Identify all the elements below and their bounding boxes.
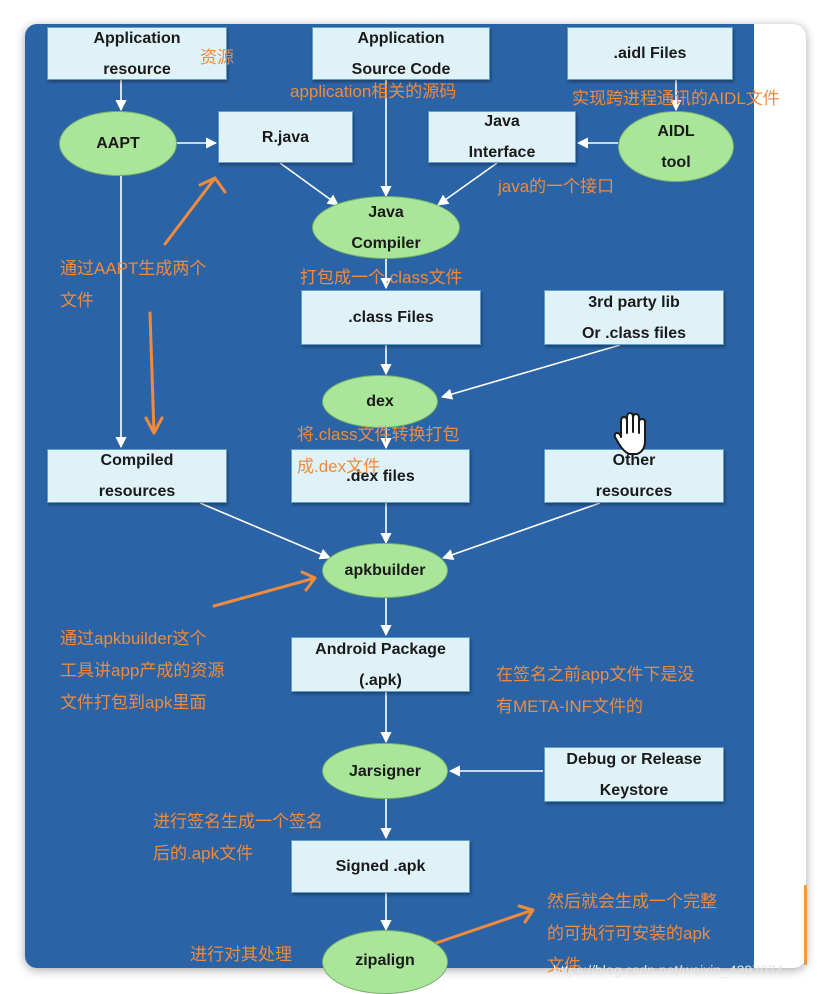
box-line: Interface xyxy=(468,144,536,161)
tool-label: Jarsigner xyxy=(348,762,422,780)
note-line: 文件 xyxy=(547,956,581,975)
dex-tool: dex xyxy=(322,375,438,428)
aidl-tool: AIDL tool xyxy=(618,111,734,182)
jarsigner-tool: Jarsigner xyxy=(322,743,448,799)
box-line: resources xyxy=(98,483,176,500)
note-align: 进行对其处理 xyxy=(190,945,292,964)
box-line: resources xyxy=(595,483,673,500)
arrow-rjava-to-compiler xyxy=(279,162,339,206)
note-resource: 资源 xyxy=(200,48,234,67)
orange-edge-tab xyxy=(804,885,807,965)
note-line: 文件打包到apk里面 xyxy=(60,693,207,712)
orange-arrow-to-rjava xyxy=(163,176,227,246)
class-files-box: .class Files xyxy=(301,290,481,345)
application-source-code-box: Application Source Code xyxy=(312,27,490,80)
note-final: 然后就会生成一个完整 的可执行可安装的apk 文件 xyxy=(547,886,717,982)
note-class: 打包成一个.class文件 xyxy=(300,268,463,287)
other-resources-box: Other resources xyxy=(544,449,724,503)
android-package-box: Android Package (.apk) xyxy=(291,637,470,692)
watermark-url: https://blog.csdn.net/weixin_4397074 xyxy=(553,962,784,978)
box-line: Signed .apk xyxy=(335,858,426,875)
note-apkbuilder: 通过apkbuilder这个 工具讲app产成的资源 文件打包到apk里面 xyxy=(60,623,224,719)
box-line: R.java xyxy=(261,128,310,146)
box-line: resource xyxy=(103,60,171,78)
apkbuilder-tool: apkbuilder xyxy=(322,543,448,598)
note-line: 的可执行可安装的apk xyxy=(547,924,711,943)
box-line: Source Code xyxy=(351,60,451,78)
note-dex: 将.class文件转换打包 成.dex文件 xyxy=(297,419,459,483)
arrow-other-to-apkbuilder xyxy=(441,502,601,560)
tool-label: apkbuilder xyxy=(344,562,426,579)
box-line: Java xyxy=(484,113,520,130)
note-aapt: 通过AAPT生成两个 文件 xyxy=(60,253,206,317)
application-resource-box: Application resource xyxy=(47,27,227,80)
dex-files-box: .dex files xyxy=(291,449,470,503)
java-interface-box: Java Interface xyxy=(428,111,576,163)
third-party-lib-box: 3rd party lib Or .class files xyxy=(544,290,724,345)
note-line: 将.class文件转换打包 xyxy=(297,425,460,444)
box-line: .aidl Files xyxy=(613,45,687,62)
box-line: .dex files xyxy=(346,467,415,485)
note-sign: 进行签名生成一个签名 后的.apk文件 xyxy=(153,806,323,870)
orange-arrow-from-zipalign xyxy=(434,904,535,945)
note-line: 工具讲app产成的资源 xyxy=(60,661,225,680)
note-line: 通过apkbuilder这个 xyxy=(60,629,207,648)
box-line: Compiled xyxy=(100,452,174,469)
note-line: 成.dex文件 xyxy=(297,457,381,476)
note-line: 文件 xyxy=(60,291,94,310)
box-line: Application xyxy=(93,29,181,47)
tool-label: AAPT xyxy=(96,135,140,152)
hand-pointer-icon xyxy=(613,412,646,455)
box-line: Debug or Release xyxy=(566,750,702,768)
arrow-interface-to-compiler xyxy=(437,162,498,206)
orange-arrow-to-apkbuilder xyxy=(212,570,317,608)
box-line: Keystore xyxy=(599,781,669,799)
box-line: 3rd party lib xyxy=(588,293,680,311)
box-line: Android Package xyxy=(315,640,446,658)
tool-label: zipalign xyxy=(355,952,415,969)
note-line: 后的.apk文件 xyxy=(153,844,254,863)
note-aidl: 实现跨进程通讯的AIDL文件 xyxy=(572,89,780,108)
arrow-thirdparty-to-dex xyxy=(440,344,621,400)
box-line: (.apk) xyxy=(359,671,402,689)
compiled-resources-box: Compiled resources xyxy=(47,449,227,503)
java-compiler-tool: Java Compiler xyxy=(312,196,460,259)
box-line: Or .class files xyxy=(581,324,687,342)
right-margin-strip xyxy=(754,24,806,968)
arrow-compiled-to-apkbuilder xyxy=(199,502,332,560)
box-line: Application xyxy=(357,29,445,47)
note-java-interface: java的一个接口 xyxy=(498,177,615,196)
signed-apk-box: Signed .apk xyxy=(291,840,470,893)
tool-label: AIDL xyxy=(657,122,695,140)
aidl-files-box: .aidl Files xyxy=(567,27,733,80)
tool-label: dex xyxy=(366,393,394,410)
note-meta-inf: 在签名之前app文件下是没 有META-INF文件的 xyxy=(496,659,694,723)
tool-label: Compiler xyxy=(351,234,421,252)
zipalign-tool: zipalign xyxy=(322,930,448,994)
note-line: 有META-INF文件的 xyxy=(496,697,644,716)
r-java-box: R.java xyxy=(218,111,353,163)
box-line: Other xyxy=(612,452,656,469)
keystore-box: Debug or Release Keystore xyxy=(544,747,724,802)
orange-arrow-down xyxy=(144,311,164,435)
tool-label: Java xyxy=(368,203,404,221)
note-source-code: application相关的源码 xyxy=(290,82,457,101)
box-line: .class Files xyxy=(348,309,434,326)
note-line: 进行签名生成一个签名 xyxy=(153,812,323,831)
aapt-tool: AAPT xyxy=(59,111,177,176)
tool-label: tool xyxy=(661,153,691,171)
note-line: 通过AAPT生成两个 xyxy=(60,259,207,278)
note-line: 然后就会生成一个完整 xyxy=(547,892,717,911)
note-line: 在签名之前app文件下是没 xyxy=(496,665,695,684)
